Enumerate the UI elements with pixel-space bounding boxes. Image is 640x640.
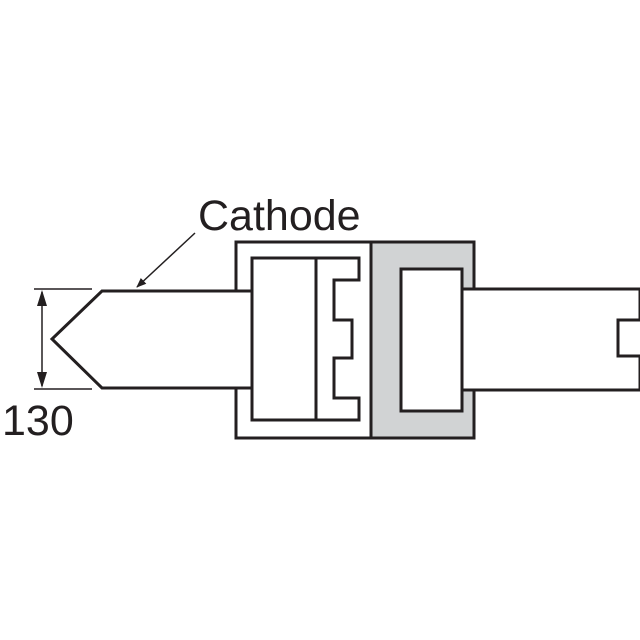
dimension-label: 130 (2, 397, 74, 445)
dimension-arrowhead-top (37, 290, 47, 306)
cathode-inner-cavity (250, 256, 361, 422)
cathode-leader-line (136, 232, 196, 288)
cathode-label: Cathode (198, 192, 361, 240)
dimension-arrowhead-bottom (37, 372, 47, 388)
anode-inner-cavity (399, 267, 464, 413)
anode-lead-outline (460, 287, 640, 392)
cathode-tip-outline (49, 289, 236, 390)
